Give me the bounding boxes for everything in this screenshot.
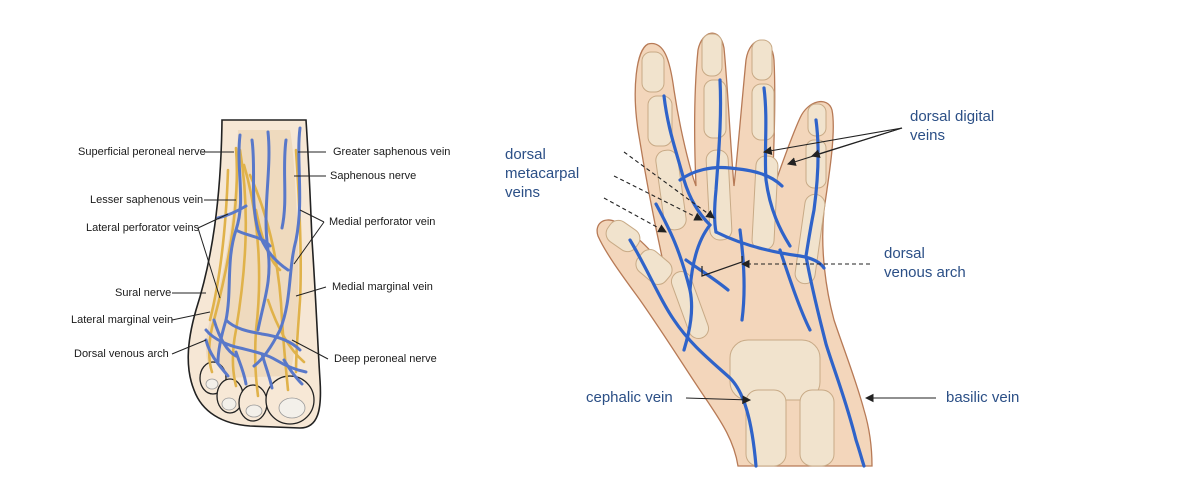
foot-leaders	[171, 151, 329, 360]
label-dorsal-metacarpal-veins-line1: dorsal	[505, 146, 546, 163]
label-medial-perforator-vein: Medial perforator vein	[329, 216, 436, 228]
label-medial-marginal-vein: Medial marginal vein	[332, 281, 433, 293]
label-hand-dorsal-venous-arch-line2: venous arch	[884, 264, 966, 281]
label-saphenous-nerve: Saphenous nerve	[330, 170, 417, 182]
hand-leaders	[603, 127, 936, 405]
label-greater-saphenous-vein: Greater saphenous vein	[333, 146, 451, 158]
foot-shade	[205, 130, 299, 378]
label-lateral-perforator-veins: Lateral perforator veins	[86, 222, 200, 234]
label-dorsal-digital-veins-line1: dorsal digital	[910, 108, 995, 125]
label-hand-dorsal-venous-arch-line1: dorsal	[884, 245, 925, 262]
foot-diagram	[171, 119, 329, 429]
hand-diagram	[596, 32, 936, 468]
label-basilic-vein: basilic vein	[946, 389, 1020, 406]
label-sural-nerve: Sural nerve	[115, 287, 172, 299]
toenails	[205, 378, 306, 419]
label-lateral-marginal-vein: Lateral marginal vein	[71, 314, 174, 326]
label-dorsal-metacarpal-veins-line2: metacarpal	[505, 165, 580, 182]
label-deep-peroneal-nerve: Deep peroneal nerve	[334, 353, 437, 365]
venous-arch-bracket	[701, 256, 743, 277]
foot-veins	[204, 126, 308, 390]
label-superficial-peroneal-nerve: Superficial peroneal nerve	[78, 146, 206, 158]
label-lesser-saphenous-vein: Lesser saphenous vein	[90, 194, 204, 206]
label-cephalic-vein: cephalic vein	[586, 389, 673, 406]
hand-veins	[628, 78, 866, 468]
label-dorsal-digital-veins-line2: veins	[910, 127, 946, 144]
label-foot-dorsal-venous-arch: Dorsal venous arch	[74, 348, 169, 360]
label-dorsal-metacarpal-veins-line3: veins	[505, 184, 541, 201]
